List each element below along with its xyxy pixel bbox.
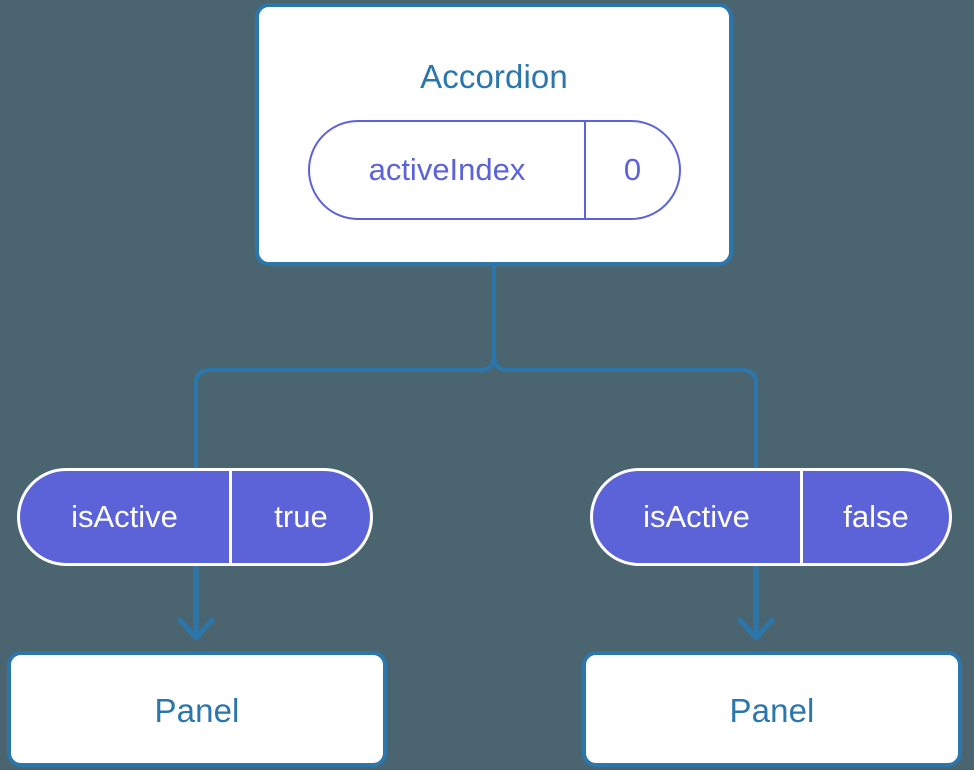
state-pill-value: 0 (623, 152, 642, 187)
panel-component-card-right[interactable]: Panel (582, 651, 962, 767)
prop-pill-is-active-false[interactable]: isActive false (590, 468, 952, 566)
prop-pill-value: false (843, 499, 909, 534)
connector-tree-path-left (194, 354, 496, 472)
state-pill-key: activeIndex (310, 122, 586, 218)
panel-title: Panel (154, 692, 240, 729)
state-pill-active-index[interactable]: activeIndex 0 (308, 120, 681, 220)
connector-tree-path (492, 264, 758, 472)
arrow-right-pill-to-panel (737, 565, 775, 641)
arrow-left-pill-to-panel (177, 565, 215, 641)
prop-pill-value: true (274, 499, 328, 534)
panel-component-card-left[interactable]: Panel (7, 651, 387, 767)
prop-pill-is-active-true[interactable]: isActive true (17, 468, 373, 566)
prop-pill-key: isActive (593, 471, 803, 563)
panel-title: Panel (729, 692, 815, 729)
prop-pill-key: isActive (20, 471, 232, 563)
accordion-title: Accordion (420, 58, 568, 95)
